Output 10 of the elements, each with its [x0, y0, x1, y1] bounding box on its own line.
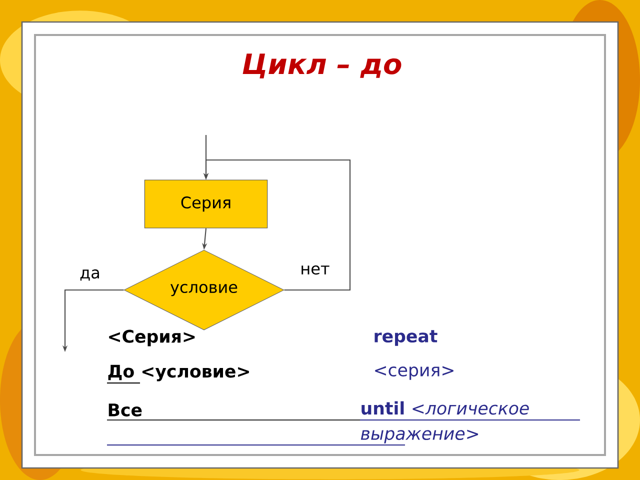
code-line: Все: [108, 404, 142, 416]
process-box: Серия: [144, 180, 268, 228]
code-line: <серия>: [375, 366, 454, 380]
edge-label: да: [80, 269, 99, 281]
edge-label: нет: [302, 265, 330, 275]
title: Цикл – до: [242, 54, 402, 78]
code-line: repeat: [374, 330, 438, 346]
code-line: <Серия>: [109, 330, 195, 346]
code-line: until <логическое выражение>: [360, 401, 529, 444]
code-line: До <условие>: [108, 364, 249, 382]
